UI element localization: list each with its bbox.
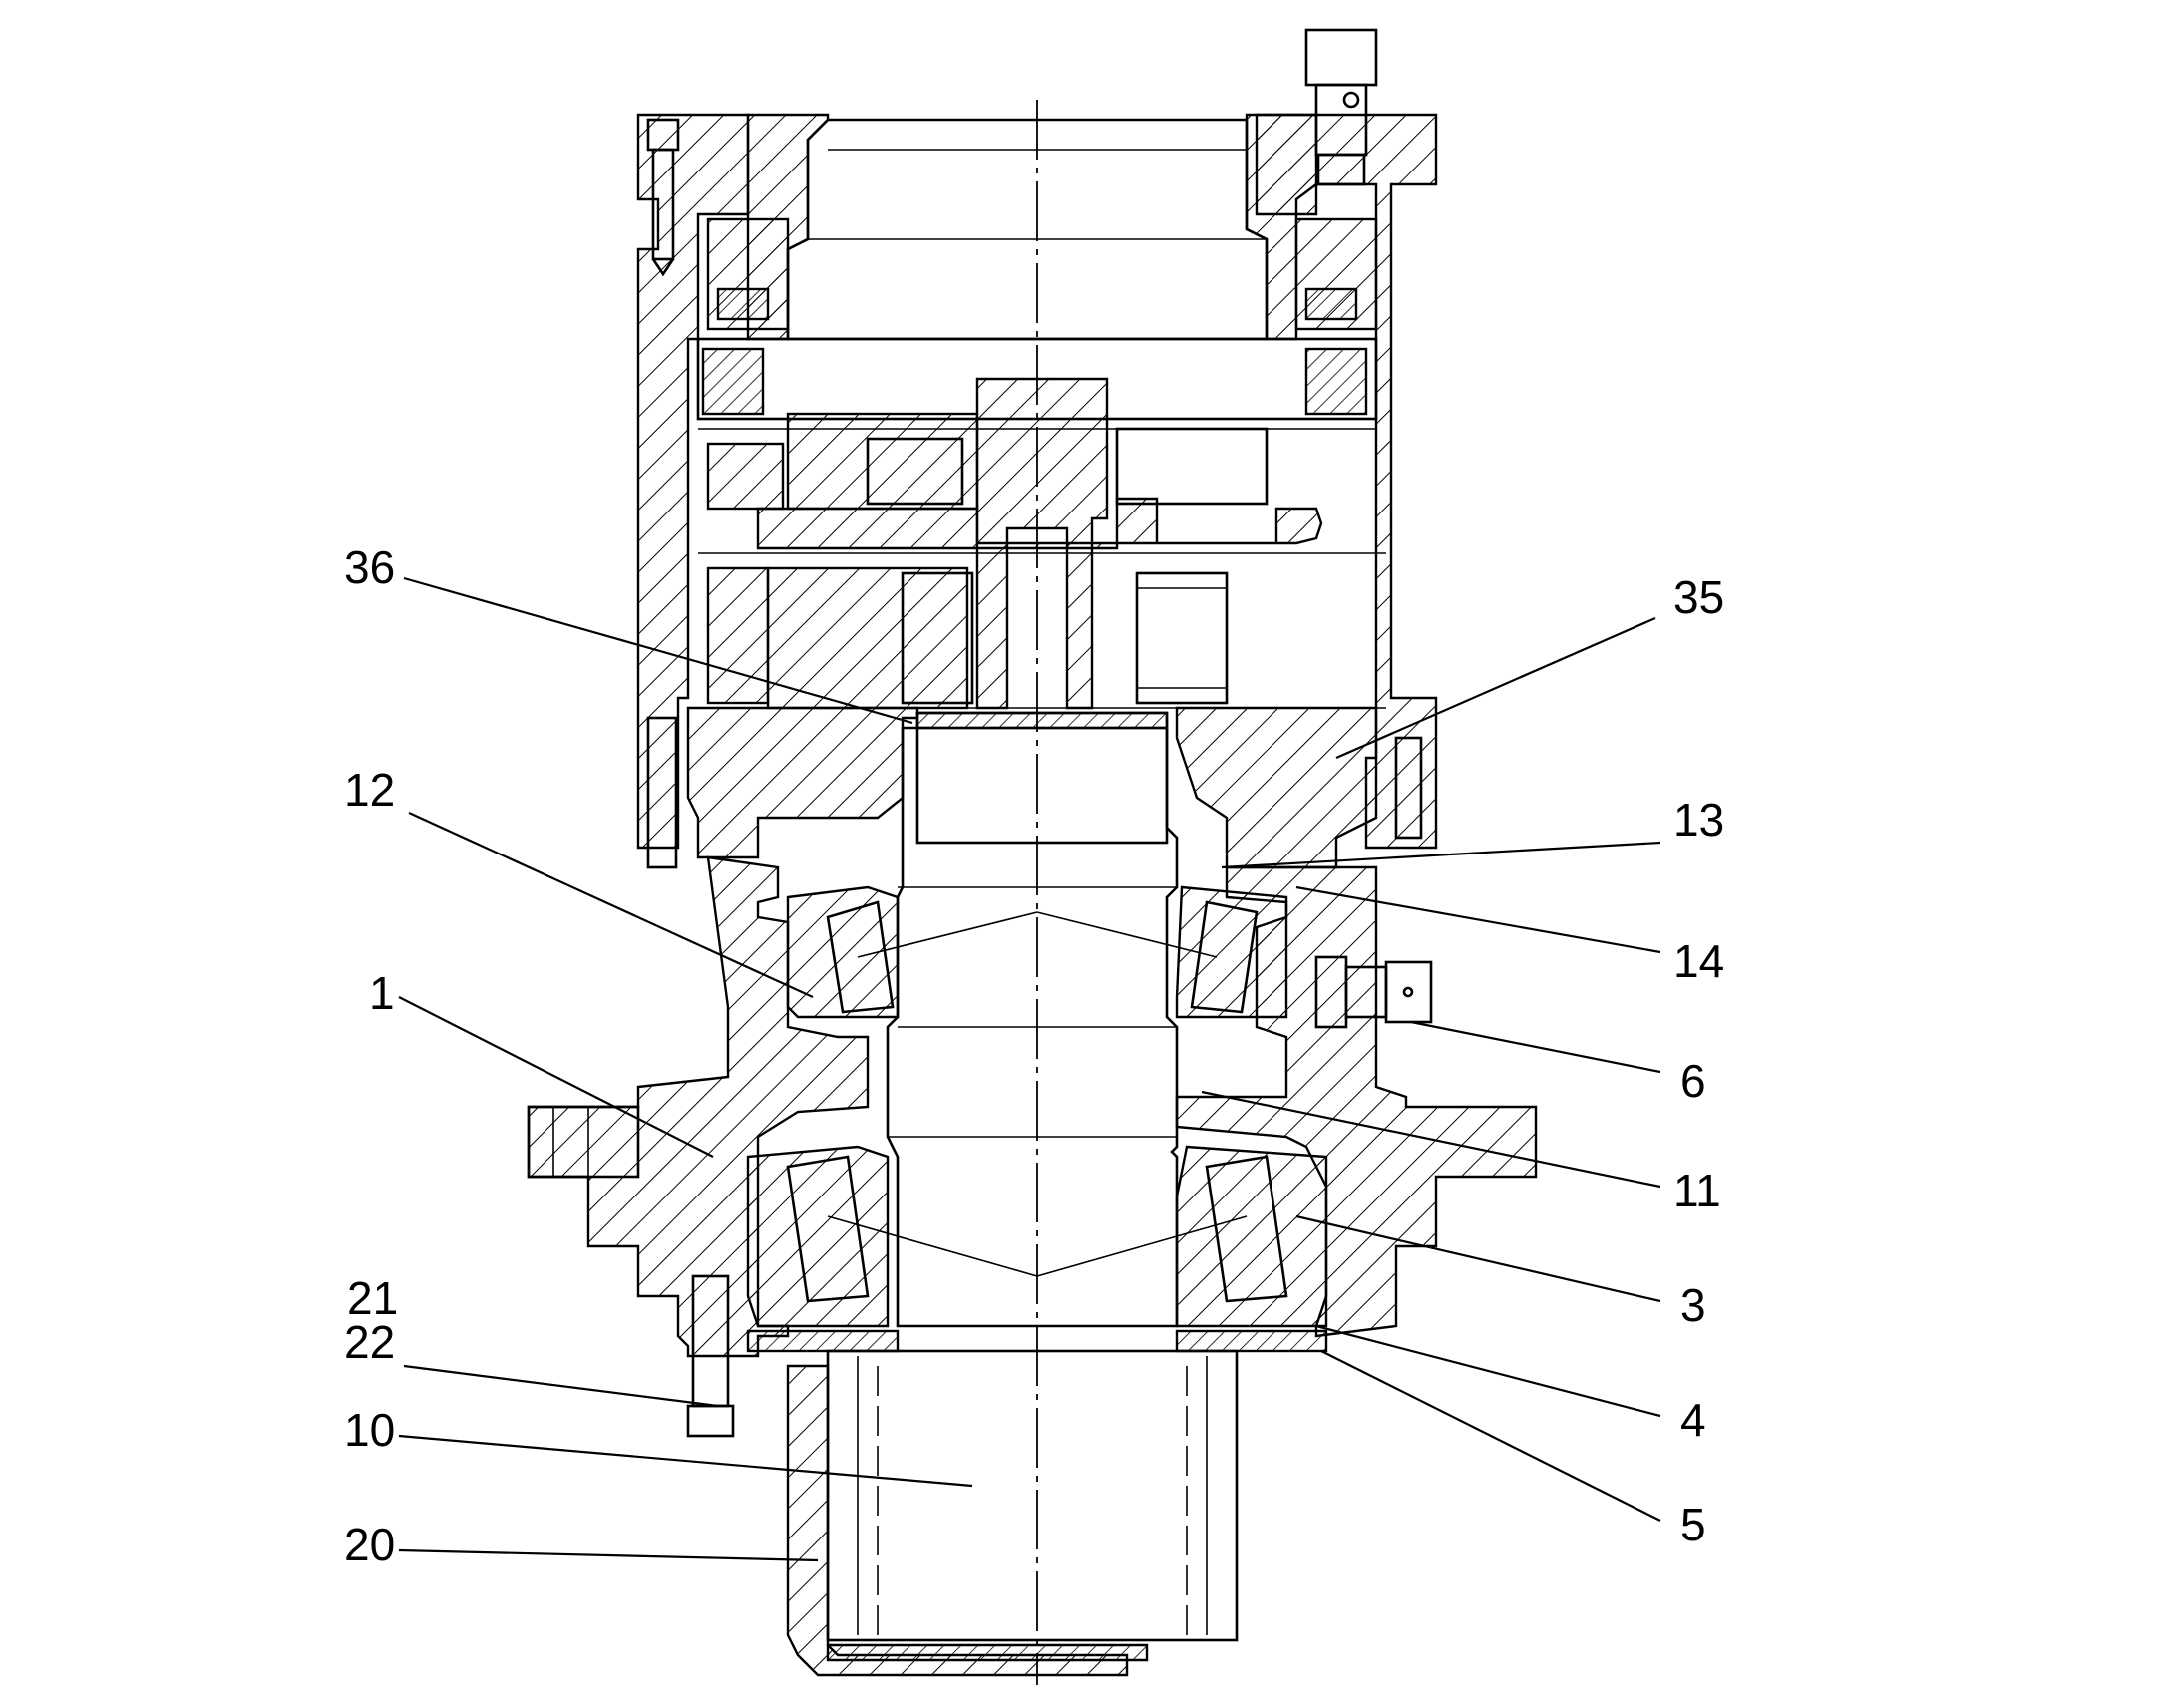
callout-20: 20 <box>344 1519 395 1570</box>
upper-taper-bearings <box>786 885 1288 1019</box>
callout-13: 13 <box>1673 794 1724 846</box>
main-housing[interactable] <box>527 855 1538 1358</box>
output-carrier <box>686 706 1378 869</box>
callout-21: 21 <box>347 1272 398 1324</box>
callout-4: 4 <box>1680 1394 1706 1446</box>
callout-11: 11 <box>1673 1165 1721 1216</box>
callout-3: 3 <box>1680 1279 1706 1331</box>
callout-10: 10 <box>344 1404 395 1456</box>
callout-14: 14 <box>1673 935 1724 987</box>
callout-35: 35 <box>1673 571 1724 623</box>
output-shaft[interactable] <box>826 726 1239 1642</box>
callout-36: 36 <box>344 541 395 593</box>
callout-12: 12 <box>344 764 395 816</box>
callout-5: 5 <box>1680 1499 1706 1550</box>
callout-1: 1 <box>369 967 395 1019</box>
plug-fitting <box>1314 955 1433 1029</box>
lower-taper-bearings <box>746 1145 1328 1353</box>
callout-22: 22 <box>344 1316 395 1368</box>
planetary-gear-stage <box>698 377 1386 710</box>
leader-lines <box>398 576 1661 1562</box>
callout-6: 6 <box>1680 1055 1706 1107</box>
pinion-guard <box>786 1364 1149 1677</box>
